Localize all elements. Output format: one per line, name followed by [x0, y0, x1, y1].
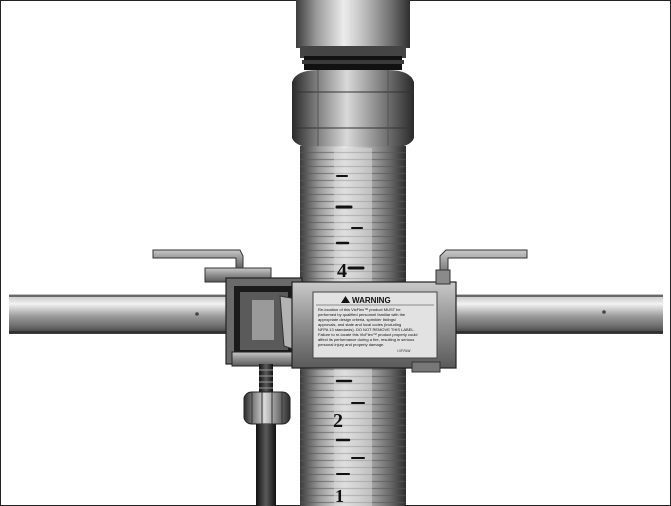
upper-fitting — [296, 0, 410, 70]
warning-line-3: appropriate design criteria, sprinkler l… — [318, 317, 397, 322]
clamp-body — [225, 277, 303, 367]
warning-code: I-VF.RLW — [397, 349, 410, 353]
hose-scale — [335, 175, 365, 475]
threaded-rod — [259, 364, 273, 396]
warning-line-8: personal injury and property damage. — [318, 342, 384, 347]
hex-nut — [292, 70, 414, 148]
warning-line-4: approvals, and state and local codes (in… — [318, 322, 401, 327]
warning-line-1: Re-location of this VicFlex™ product MUS… — [318, 307, 401, 312]
scale-number-4: 4 — [337, 260, 347, 282]
warning-line-7: affect its performance during a fire, re… — [318, 337, 414, 342]
support-rod — [256, 424, 276, 506]
warning-triangle-icon — [341, 296, 350, 303]
warning-line-6: Failure to re-locate this VicFlex™ produ… — [318, 332, 418, 337]
warning-title: WARNING — [352, 296, 391, 305]
warning-line-5: NFPA 13 standards). DO NOT REMOVE THIS L… — [318, 327, 415, 332]
scale-number-1: 1 — [335, 486, 344, 506]
adjustment-knob — [243, 391, 291, 425]
scale-number-2: 2 — [333, 410, 343, 432]
warning-label: WARNING Re-location of this VicFlex™ pro… — [312, 291, 438, 359]
warning-line-2: performed by qualified personnel familia… — [318, 312, 406, 317]
